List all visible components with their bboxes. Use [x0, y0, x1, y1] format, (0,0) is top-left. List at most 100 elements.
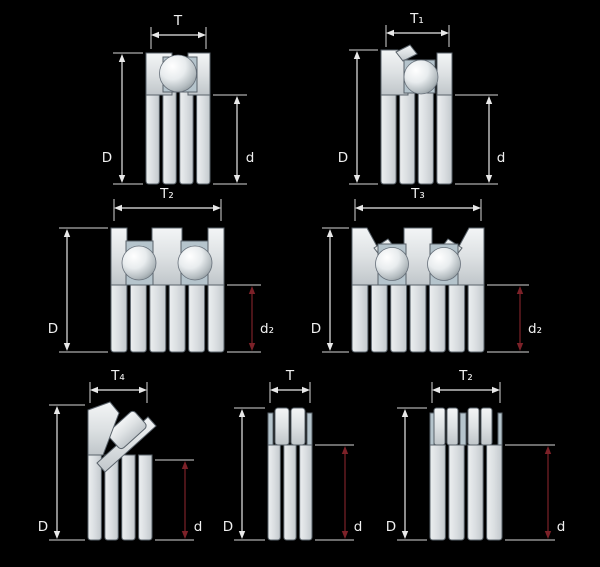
- bore-diameter-label: d: [557, 519, 566, 535]
- outer-diameter-label: D: [48, 321, 58, 337]
- bore-diameter-label: d: [246, 150, 255, 166]
- outer-diameter-dimension-arrow: [326, 229, 334, 351]
- outer-diameter-label: D: [386, 519, 396, 535]
- width-dimension-label: T₃: [410, 186, 425, 202]
- washer-section-strip: [121, 454, 136, 541]
- diagram-thrust-ball-bearing-single-direction: T D d: [102, 13, 255, 185]
- bore-diameter-dimension-arrow: [341, 446, 349, 539]
- washer-section-strip: [409, 284, 427, 353]
- outer-diameter-dimension-arrow: [63, 229, 71, 351]
- bore-diameter-dimension-arrow: [485, 96, 493, 183]
- bore-diameter-label: d: [194, 519, 203, 535]
- washer-section-strip: [428, 284, 446, 353]
- diagram-double-direction-thrust-ball-bearing: T₂ D d₂: [48, 186, 274, 353]
- washer-section-strip: [467, 444, 484, 541]
- washer-section-strip: [380, 91, 397, 185]
- cage: [459, 412, 467, 446]
- ball: [403, 59, 439, 95]
- shaft-washer: [436, 52, 453, 96]
- washer-section-strip: [448, 444, 465, 541]
- washer-stack: [267, 444, 313, 541]
- outer-diameter-label: D: [38, 519, 48, 535]
- cage: [306, 412, 313, 446]
- washer-section-strip: [417, 91, 434, 185]
- washer-section-strip: [448, 284, 466, 353]
- outer-diameter-dimension-arrow: [238, 409, 246, 539]
- outer-diameter-dimension-arrow: [353, 51, 361, 183]
- diagram-thrust-ball-bearing-sphered-housing-washer: T₁ D d: [338, 11, 506, 185]
- width-dimension-label: T: [173, 13, 183, 29]
- ball: [177, 245, 213, 281]
- ball: [427, 247, 461, 281]
- washer-section-strip: [390, 284, 408, 353]
- washer-section-strip: [436, 91, 453, 185]
- washer-section-strip: [196, 91, 211, 185]
- cylindrical-roller: [480, 407, 493, 446]
- washer-section-strip: [145, 91, 160, 185]
- bore-diameter-label: d₂: [528, 321, 542, 337]
- width-dimension-arrow: [90, 386, 147, 394]
- washer-section-strip: [104, 454, 119, 541]
- washer-section-strip: [467, 284, 485, 353]
- washer-section-strip: [351, 284, 369, 353]
- washer-section-strip: [149, 284, 167, 353]
- outer-diameter-label: D: [338, 150, 348, 166]
- width-dimension-label: T₂: [159, 186, 174, 202]
- shaft-washer: [403, 227, 433, 286]
- bore-diameter-label: d₂: [260, 321, 274, 337]
- washer-stack: [351, 284, 485, 353]
- washer-section-strip: [299, 444, 313, 541]
- width-dimension-label: T₂: [458, 368, 473, 384]
- diagram-double-row-cylindrical-roller-thrust-bearing: T₂ D d: [386, 368, 566, 541]
- washer-section-strip: [370, 284, 388, 353]
- tilted-washer: [395, 44, 418, 62]
- washer-section-strip: [87, 454, 102, 541]
- bore-diameter-dimension-arrow: [516, 286, 524, 351]
- cylindrical-roller: [467, 407, 480, 446]
- outer-diameter-dimension-arrow: [53, 406, 61, 539]
- cage: [267, 412, 274, 446]
- spherical-roller: [107, 410, 147, 450]
- bore-diameter-label: d: [354, 519, 363, 535]
- cylindrical-roller: [446, 407, 459, 446]
- washer-stack: [145, 91, 211, 185]
- outer-diameter-dimension-arrow: [401, 409, 409, 539]
- bore-diameter-dimension-arrow: [248, 286, 256, 351]
- diagram-double-direction-sphered-housing-washers: T₃ D d₂: [311, 186, 542, 353]
- cage: [429, 412, 435, 446]
- washer-section-strip: [129, 284, 147, 353]
- bore-diameter-label: d: [497, 150, 506, 166]
- ball: [159, 54, 197, 93]
- ball: [121, 245, 157, 281]
- width-dimension-label: T₄: [110, 368, 125, 384]
- washer-stack: [429, 444, 503, 541]
- washer-section-strip: [138, 454, 153, 541]
- washer-section-strip: [168, 284, 186, 353]
- cage: [497, 412, 503, 446]
- washer-section-strip: [267, 444, 281, 541]
- diagram-cylindrical-roller-thrust-bearing: T D d: [223, 368, 363, 541]
- width-dimension-arrow: [114, 204, 221, 212]
- width-dimension-arrow: [151, 31, 206, 39]
- width-dimension-arrow: [386, 29, 449, 37]
- diagram-spherical-roller-thrust-bearing: T₄ D d: [38, 368, 203, 541]
- bore-diameter-dimension-arrow: [544, 446, 552, 539]
- outer-diameter-label: D: [102, 150, 112, 166]
- washer-section-strip: [162, 91, 177, 185]
- washer-section-strip: [207, 284, 225, 353]
- washer-section-strip: [429, 444, 446, 541]
- washer-section-strip: [399, 91, 416, 185]
- outer-diameter-label: D: [311, 321, 321, 337]
- outer-diameter-dimension-arrow: [118, 54, 126, 183]
- cylindrical-roller: [290, 407, 306, 446]
- cylindrical-roller: [433, 407, 446, 446]
- sphered-seat-washer: [87, 401, 120, 456]
- washer-section-strip: [283, 444, 297, 541]
- washer-stack: [87, 454, 153, 541]
- width-dimension-label: T₁: [409, 11, 424, 27]
- width-dimension-arrow: [432, 386, 500, 394]
- width-dimension-arrow: [355, 204, 481, 212]
- bore-diameter-dimension-arrow: [181, 461, 189, 539]
